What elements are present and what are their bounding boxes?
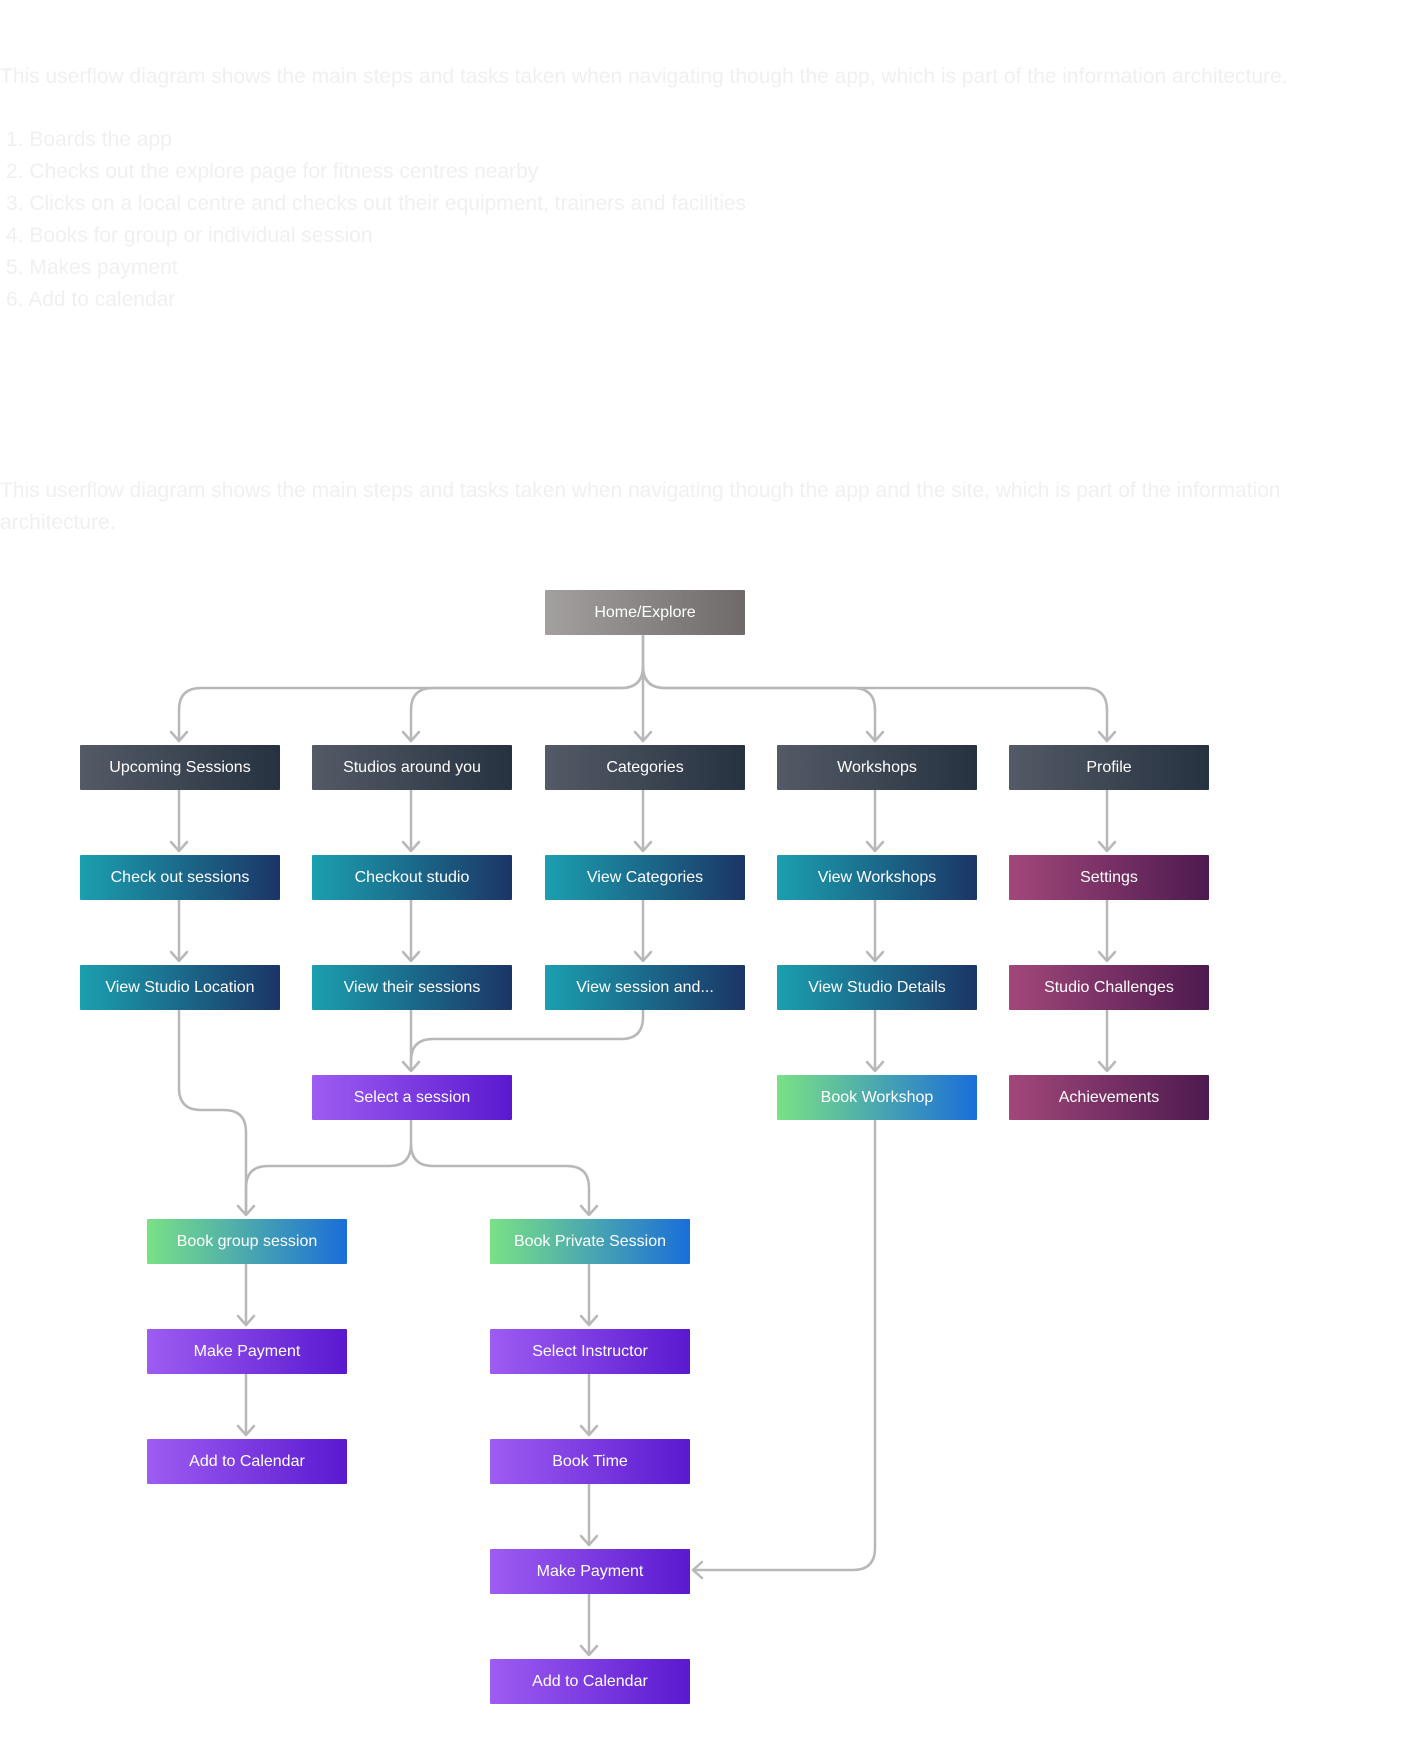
node-settings[interactable]: Settings (1009, 855, 1209, 900)
arrowhead (579, 1534, 599, 1547)
node-add-to-calendar-group[interactable]: Add to Calendar (147, 1439, 347, 1484)
arrowhead (633, 950, 653, 963)
step-item: 5. Makes payment (6, 256, 178, 279)
node-check-out-sessions[interactable]: Check out sessions (80, 855, 280, 900)
node-book-private-session[interactable]: Book Private Session (490, 1219, 690, 1264)
step-item: 6. Add to calendar (6, 288, 176, 311)
arrowhead (579, 1314, 599, 1327)
node-select-a-session[interactable]: Select a session (312, 1075, 512, 1120)
node-studio-challenges[interactable]: Studio Challenges (1009, 965, 1209, 1010)
arrowhead (401, 1060, 421, 1073)
arrowhead (236, 1424, 256, 1437)
node-profile[interactable]: Profile (1009, 745, 1209, 790)
arrowhead (633, 840, 653, 853)
node-view-workshops[interactable]: View Workshops (777, 855, 977, 900)
node-book-time[interactable]: Book Time (490, 1439, 690, 1484)
arrowhead (691, 1560, 704, 1580)
step-item: 3. Clicks on a local centre and checks o… (6, 192, 747, 215)
node-make-payment-private[interactable]: Make Payment (490, 1549, 690, 1594)
arrowhead (401, 950, 421, 963)
intro-paragraph-2: This userflow diagram shows the main ste… (0, 479, 1281, 534)
node-categories[interactable]: Categories (545, 745, 745, 790)
node-view-categories[interactable]: View Categories (545, 855, 745, 900)
edge-select-book-group (244, 1116, 413, 1216)
edge-home-workshops (641, 664, 877, 742)
node-upcoming-sessions[interactable]: Upcoming Sessions (80, 745, 280, 790)
node-select-instructor[interactable]: Select Instructor (490, 1329, 690, 1374)
arrowhead (1097, 840, 1117, 853)
arrowhead (169, 730, 189, 743)
node-view-session-and[interactable]: View session and... (545, 965, 745, 1010)
edge-home-profile (641, 664, 1109, 742)
arrowhead (579, 1644, 599, 1657)
node-workshops[interactable]: Workshops (777, 745, 977, 790)
edge-book-workshop-payment (692, 1118, 877, 1572)
arrowhead (579, 1204, 599, 1217)
arrowhead (865, 950, 885, 963)
intro-paragraph-1: This userflow diagram shows the main ste… (0, 65, 1288, 88)
node-make-payment-group[interactable]: Make Payment (147, 1329, 347, 1374)
arrowhead (169, 950, 189, 963)
steps-list: 1. Boards the app 2. Checks out the expl… (6, 124, 746, 316)
node-add-to-calendar-private[interactable]: Add to Calendar (490, 1659, 690, 1704)
node-book-group-session[interactable]: Book group session (147, 1219, 347, 1264)
step-item: 1. Boards the app (6, 128, 172, 151)
arrowhead (401, 730, 421, 743)
node-achievements[interactable]: Achievements (1009, 1075, 1209, 1120)
arrowhead (236, 1204, 256, 1217)
arrowhead (1097, 950, 1117, 963)
edge-select-book-private (409, 1142, 591, 1216)
edge-location-book-group (177, 1008, 248, 1216)
node-studios-around-you[interactable]: Studios around you (312, 745, 512, 790)
node-view-studio-details[interactable]: View Studio Details (777, 965, 977, 1010)
arrowhead (579, 1424, 599, 1437)
node-view-studio-location[interactable]: View Studio Location (80, 965, 280, 1010)
node-checkout-studio[interactable]: Checkout studio (312, 855, 512, 900)
node-home-explore[interactable]: Home/Explore (545, 590, 745, 635)
node-view-their-sessions[interactable]: View their sessions (312, 965, 512, 1010)
step-item: 2. Checks out the explore page for fitne… (6, 160, 539, 183)
arrowhead (633, 730, 653, 743)
arrowhead (1097, 1060, 1117, 1073)
arrowhead (169, 840, 189, 853)
arrowhead (1097, 730, 1117, 743)
arrowhead (401, 840, 421, 853)
node-book-workshop[interactable]: Book Workshop (777, 1075, 977, 1120)
edge-session-and-select (409, 1008, 645, 1063)
arrowhead (236, 1314, 256, 1327)
arrowhead (865, 840, 885, 853)
arrowhead (865, 730, 885, 743)
step-item: 4. Books for group or individual session (6, 224, 373, 247)
arrowhead (865, 1060, 885, 1073)
edge-home-studios (409, 664, 645, 742)
